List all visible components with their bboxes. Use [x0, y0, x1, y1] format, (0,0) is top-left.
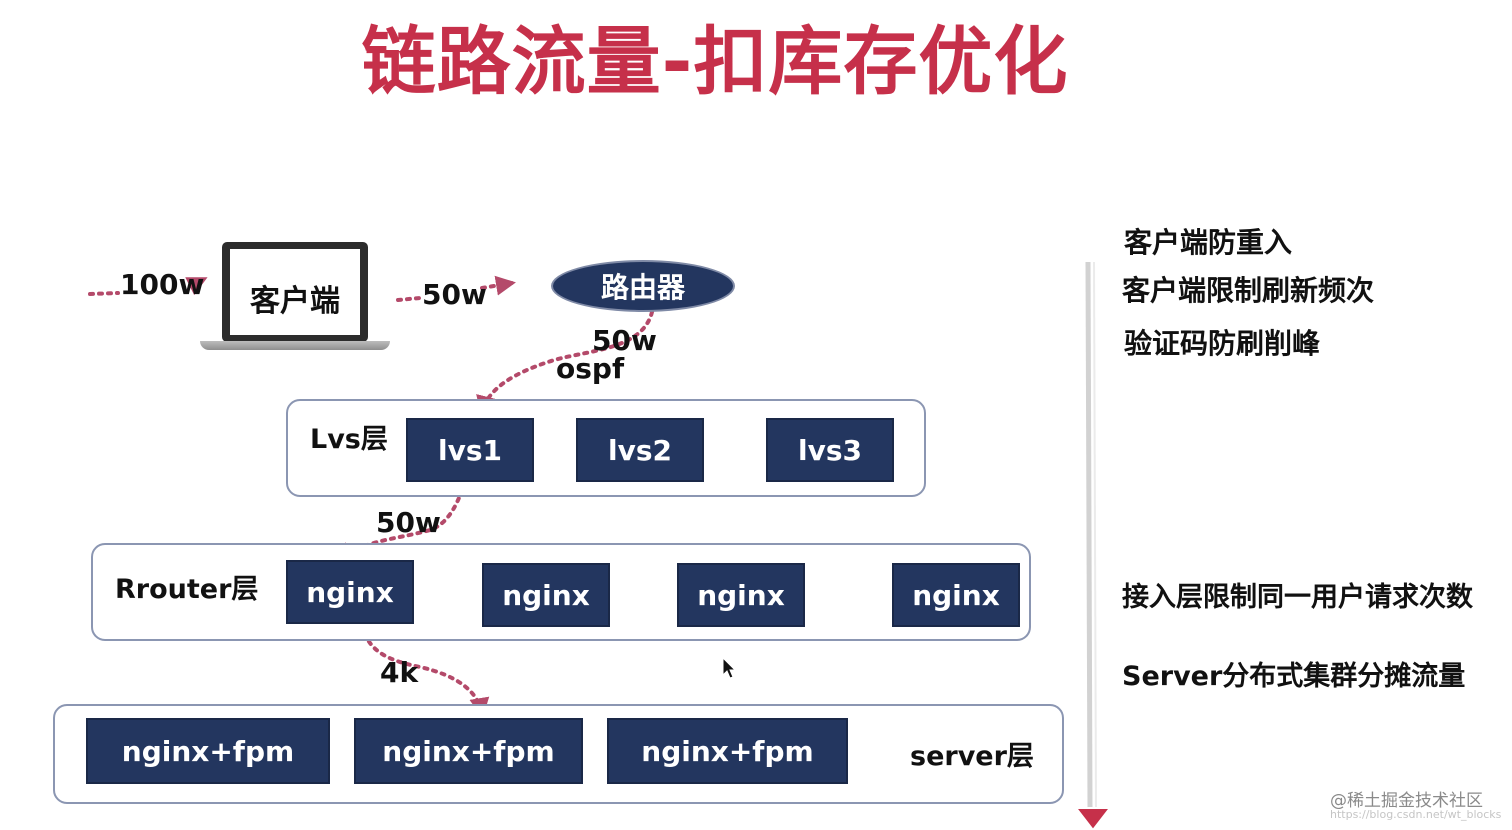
arrow-router-to-lvs: [476, 310, 654, 416]
lvs-layer-label: Lvs层: [310, 424, 388, 455]
lvs-node-2: lvs2: [576, 418, 704, 482]
note-client-refresh-limit: 客户端限制刷新频次: [1122, 274, 1375, 307]
nginx-node-1: nginx: [286, 560, 414, 624]
server-node-1: nginx+fpm: [86, 718, 330, 784]
page-title: 链路流量-扣库存优化: [361, 19, 1069, 105]
router-layer-traffic-out-label: 4k: [380, 656, 419, 689]
timeline-line: [1085, 261, 1093, 809]
nginx-node-4: nginx: [892, 563, 1020, 627]
router-layer-label: Rrouter层: [115, 574, 259, 605]
client-outbound-traffic-label: 50w: [422, 278, 487, 311]
arrow-into-client: [88, 279, 204, 294]
lvs-node-3: lvs3: [766, 418, 894, 482]
arrow-router-layer-to-server: [360, 623, 490, 718]
note-server-cluster: Server分布式集群分摊流量: [1122, 661, 1466, 692]
inbound-traffic-label: 100w: [120, 268, 205, 301]
arrow-client-to-router: [396, 283, 512, 302]
router-protocol-label: ospf: [556, 352, 625, 385]
server-layer-label: server层: [910, 741, 1034, 772]
note-access-layer-limit: 接入层限制同一用户请求次数: [1122, 582, 1473, 613]
lvs-node-1: lvs1: [406, 418, 534, 482]
note-client-anti-reentry: 客户端防重入: [1124, 226, 1293, 259]
router-label: 路由器: [600, 271, 685, 304]
nginx-node-2: nginx: [482, 563, 610, 627]
server-node-3: nginx+fpm: [607, 718, 848, 784]
lvs-traffic-out-label: 50w: [376, 506, 441, 539]
watermark-text: @稀土掘金技术社区: [1330, 791, 1483, 811]
client-label: 客户端: [250, 284, 340, 319]
note-captcha-peak-shaving: 验证码防刷削峰: [1124, 327, 1321, 360]
timeline-arrowhead: [1073, 807, 1113, 830]
server-node-2: nginx+fpm: [354, 718, 583, 784]
laptop-icon: [200, 242, 390, 352]
nginx-node-3: nginx: [677, 563, 805, 627]
mouse-cursor-icon: [722, 657, 737, 679]
router-node: 路由器: [551, 260, 735, 312]
watermark-url: https://blog.csdn.net/wt_blocks: [1330, 808, 1502, 821]
router-traffic-label: 50w: [592, 324, 657, 357]
